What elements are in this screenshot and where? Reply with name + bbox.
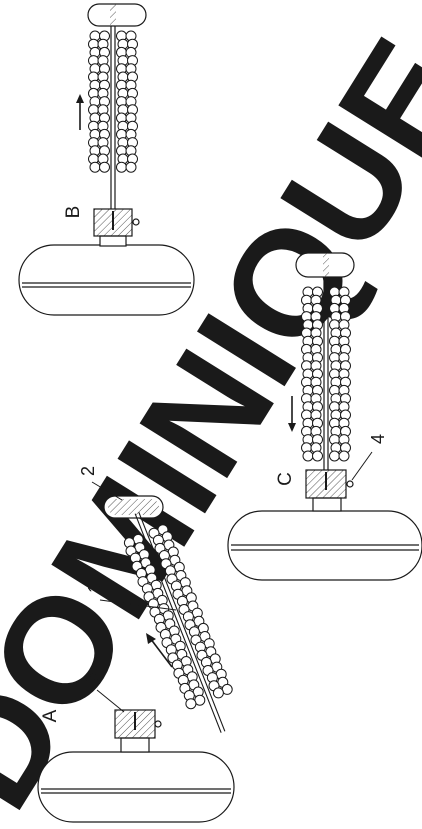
turntable-a <box>37 751 235 823</box>
bead <box>212 687 224 699</box>
screw-b <box>132 218 140 226</box>
arrow-c-head <box>288 423 296 432</box>
end-cap-b <box>87 3 147 27</box>
bead-stack-c <box>301 286 351 462</box>
rod-a <box>134 512 226 733</box>
shaft-c <box>312 497 342 512</box>
shaft-b <box>99 235 127 247</box>
leader-3 <box>96 689 125 713</box>
bead-stack-a <box>123 524 233 710</box>
label-2: 2 <box>78 466 98 476</box>
bead <box>338 450 350 462</box>
arrow-b-head <box>76 94 84 103</box>
arrow-a <box>149 637 173 668</box>
bead <box>302 450 314 462</box>
label-1: 1 <box>85 583 105 593</box>
bead <box>185 698 197 710</box>
bead <box>329 450 340 462</box>
end-cap-c-hatch <box>323 253 329 277</box>
turntable-b <box>18 244 195 316</box>
bead <box>312 450 323 462</box>
label-a: A <box>40 709 61 722</box>
leader-2 <box>91 481 123 501</box>
bead <box>116 161 127 173</box>
panel-c: C 4 <box>227 252 422 581</box>
arrow-a-head <box>146 633 156 644</box>
end-cap-a-hatch <box>108 499 159 515</box>
label-b: B <box>63 206 84 219</box>
leader-4 <box>351 451 373 481</box>
end-cap-b-hatch <box>110 4 116 26</box>
leader-1 <box>99 599 177 611</box>
bead <box>125 161 137 173</box>
shaft-a <box>120 737 150 753</box>
screw-a <box>154 720 162 728</box>
rod-a-edge-2 <box>134 513 222 733</box>
label-c: C <box>275 472 296 486</box>
panel-b: B <box>18 3 195 316</box>
label-4: 4 <box>368 434 388 444</box>
bead <box>89 161 101 173</box>
panel-a: A 1 2 3 <box>37 466 235 823</box>
label-3: 3 <box>82 672 102 682</box>
bead <box>99 161 110 173</box>
bead-stack-b <box>88 30 138 173</box>
rod-a-edge-1 <box>138 512 226 732</box>
screw-c <box>346 480 354 488</box>
